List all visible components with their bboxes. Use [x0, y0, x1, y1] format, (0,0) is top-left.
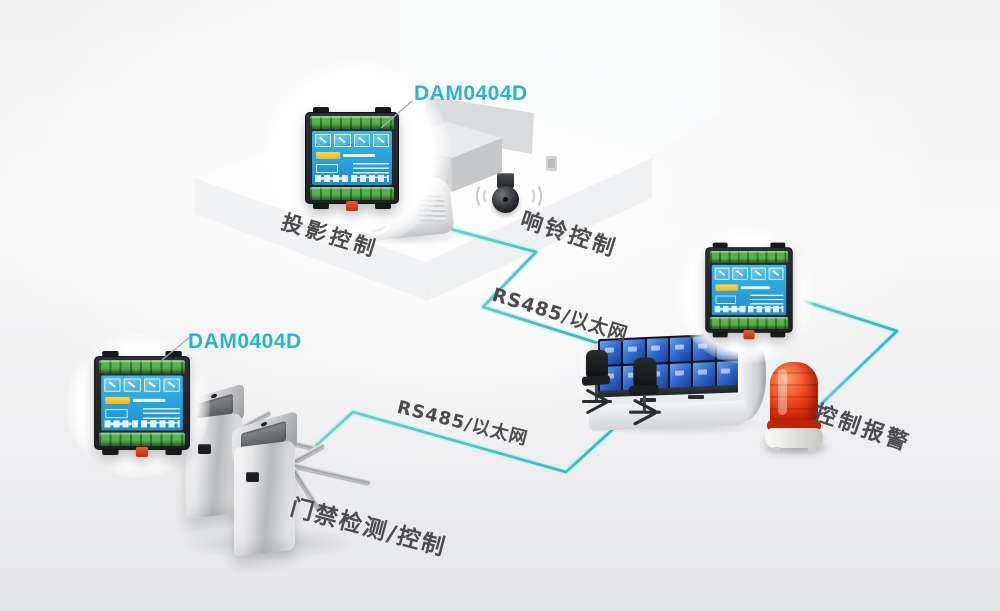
module-pcb	[101, 375, 183, 431]
bell-mount	[497, 173, 514, 188]
module-callout-top: DAM0404D	[414, 82, 528, 105]
beacon-dome	[770, 362, 818, 426]
wire-module-beacon	[789, 295, 899, 409]
module-frame	[94, 356, 190, 450]
module-pcb	[312, 131, 392, 185]
wall-switch-inner	[548, 159, 555, 168]
office-chair	[578, 350, 618, 430]
table-platform-front	[195, 178, 425, 300]
relay-markings	[104, 378, 180, 392]
din-clip	[743, 329, 755, 340]
ce-mark	[105, 409, 128, 419]
terminal-strip	[99, 360, 185, 374]
relay-module-icon	[305, 107, 399, 211]
pointer-line	[380, 100, 413, 129]
beacon-base	[765, 428, 823, 448]
din-clip	[135, 446, 149, 458]
cabinet-side	[452, 138, 502, 192]
sound-wave-icon	[526, 183, 542, 209]
terminal-strip	[709, 250, 789, 264]
wire-projector-console	[441, 225, 606, 347]
table-platform-side	[425, 158, 652, 302]
card-reader	[246, 472, 259, 482]
terminal-strip	[99, 432, 185, 446]
wall-screen	[424, 96, 534, 154]
module-frame	[305, 112, 399, 204]
office-chair	[625, 357, 667, 443]
alarm-bell-icon	[476, 170, 542, 228]
beacon-collar	[767, 420, 821, 431]
sound-wave-icon	[524, 187, 535, 205]
relay-module-icon	[94, 350, 190, 458]
bell-striker	[503, 197, 508, 202]
sound-wave-icon	[483, 187, 494, 205]
pointer-line	[161, 336, 191, 361]
alarm-beacon-icon	[762, 358, 826, 452]
label-chip	[316, 152, 340, 159]
terminal-strip	[310, 116, 394, 129]
card-reader	[198, 444, 211, 454]
turnstile-pedestal	[184, 383, 317, 520]
keyboard	[640, 398, 656, 402]
din-clip	[346, 201, 358, 211]
label-chip	[105, 396, 130, 405]
label-chip	[715, 284, 738, 291]
ce-mark	[715, 295, 736, 304]
relay-markings	[714, 267, 784, 280]
keyboard	[688, 395, 704, 399]
terminal-strip	[310, 187, 394, 200]
relay-markings	[315, 134, 389, 147]
turnstile-pedestal	[232, 410, 371, 560]
wire-turnstile-console	[307, 397, 648, 474]
sound-wave-icon	[476, 183, 492, 209]
relay-module-icon	[705, 242, 793, 340]
terminal-strip	[709, 316, 789, 330]
module-frame	[705, 247, 793, 333]
ce-mark	[316, 164, 338, 173]
module-pcb	[711, 264, 787, 316]
module-callout-bottom: DAM0404D	[188, 330, 302, 353]
